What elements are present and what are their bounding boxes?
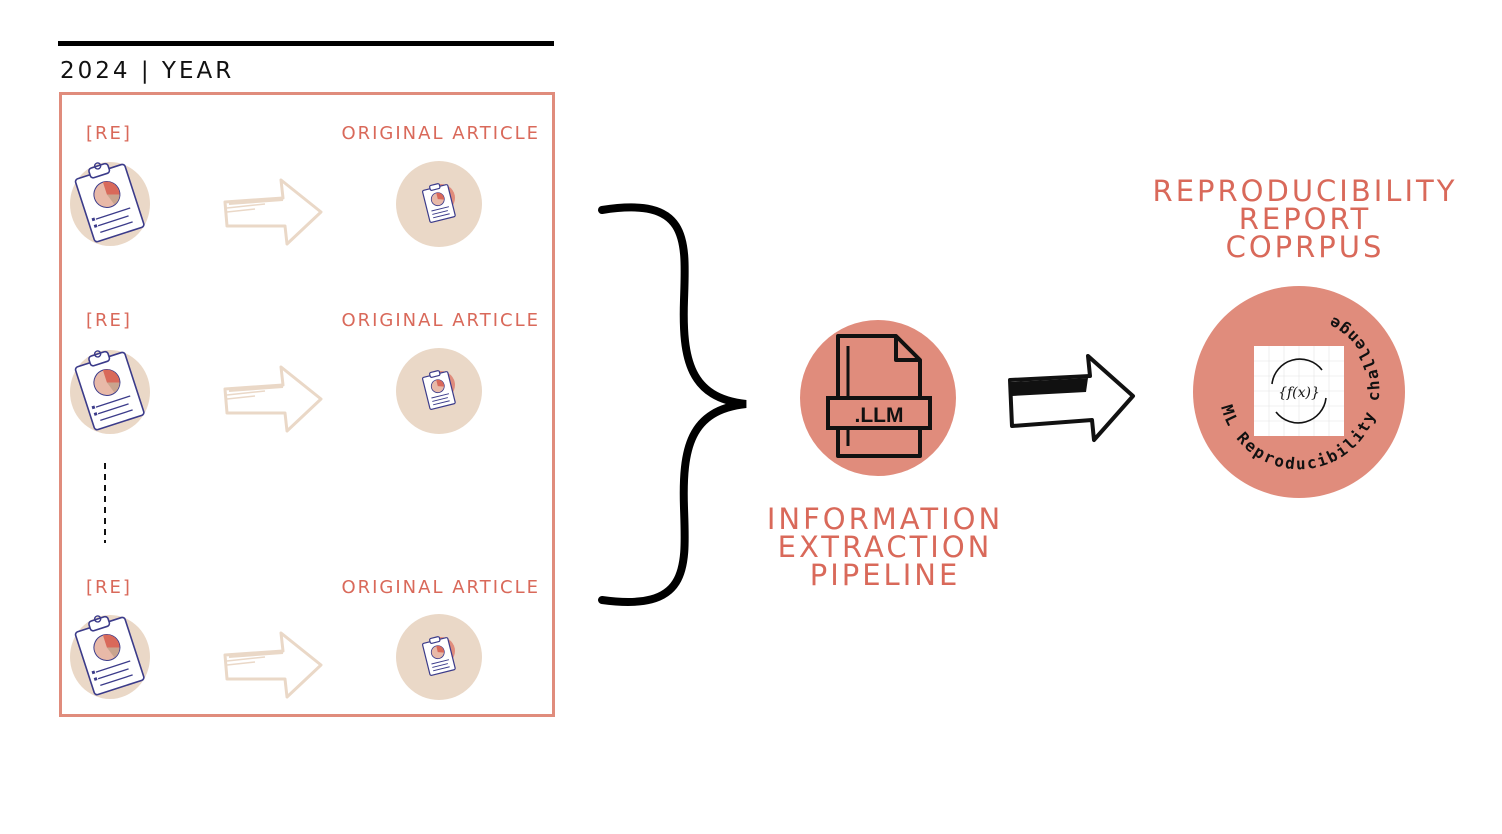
- re-report-clipboard-icon-2: [69, 342, 151, 435]
- original-article-icon-1: [394, 159, 484, 249]
- re-label-1: [RE]: [86, 123, 132, 144]
- pipeline-title-line-1: INFORMATION: [766, 502, 1004, 536]
- cycle-arrow-top-icon: [1271, 358, 1323, 385]
- corpus-title-line-3: COPRPUS: [1225, 230, 1385, 264]
- original-article-icon-2: [394, 346, 484, 436]
- arrow-icon-pipeline-to-corpus: [1008, 354, 1135, 442]
- cycle-arrow-bottom-icon: [1275, 397, 1327, 424]
- corpus-title-line-2: REPORT: [1238, 202, 1372, 236]
- original-label-1: ORIGINAL ARTICLE: [341, 123, 540, 144]
- formula-text: {f(x)}: [1278, 385, 1320, 401]
- re-label-3: [RE]: [86, 577, 132, 598]
- original-label-2: ORIGINAL ARTICLE: [341, 310, 540, 331]
- llm-file-label-box: [826, 396, 932, 430]
- original-label-3: ORIGINAL ARTICLE: [341, 577, 540, 598]
- re-report-clipboard-icon-1: [69, 154, 151, 247]
- curly-brace-icon: [598, 203, 747, 606]
- report-pairs-frame: [59, 92, 555, 717]
- pipeline-title-line-2: EXTRACTION: [777, 530, 993, 564]
- header-rule: [58, 41, 554, 46]
- re-label-2: [RE]: [86, 310, 132, 331]
- arrow-icon-3: [223, 631, 323, 699]
- pipeline-title: INFORMATION EXTRACTION PIPELINE: [740, 502, 1030, 592]
- arrow-icon-1: [223, 178, 323, 246]
- formula-card-grid: [1254, 346, 1344, 436]
- re-report-clipboard-icon-3: [69, 607, 151, 700]
- original-article-icon-3: [394, 612, 484, 702]
- llm-file-label: .LLM: [855, 404, 904, 427]
- corpus-title-line-1: REPRODUCIBILITY: [1152, 174, 1458, 208]
- corpus-title: REPRODUCIBILITY REPORT COPRPUS: [1130, 174, 1480, 264]
- arrow-icon-2: [223, 365, 323, 433]
- pipeline-title-line-3: PIPELINE: [809, 558, 961, 592]
- year-label: 2024 | YEAR: [60, 58, 235, 84]
